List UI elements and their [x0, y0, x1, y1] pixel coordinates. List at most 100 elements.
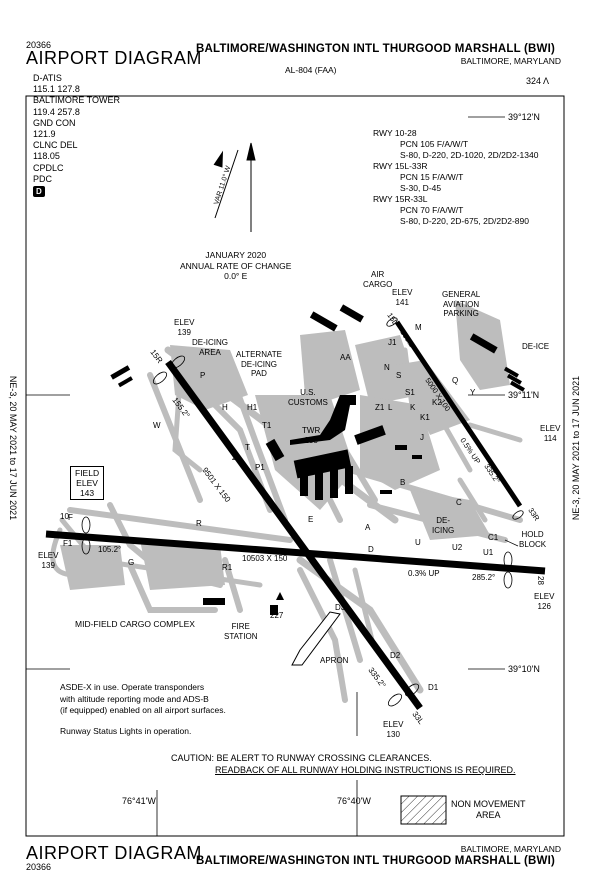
taxiway-label: C — [456, 498, 462, 507]
taxiway-label: U1 — [483, 548, 494, 557]
taxiway-label: D — [368, 545, 374, 554]
deicing-area-label: DE-ICING AREA — [192, 338, 228, 357]
hold-block-line: HOLD — [521, 530, 544, 539]
midfield-cargo-apron — [140, 540, 225, 590]
air-cargo-bldg-1 — [309, 311, 338, 332]
taxiway-label: G — [128, 558, 134, 567]
obstacle-triangle-icon: Λ — [543, 76, 550, 86]
runway-hdg-335-bottom: 335.2° — [366, 666, 387, 690]
west-apron — [60, 545, 125, 590]
apron-road — [291, 611, 341, 666]
notes: ASDE-X in use. Operate transponders with… — [60, 682, 226, 737]
runway-end-33r: 33R — [526, 506, 541, 523]
elev-139-top-label: ELEV 139 — [174, 318, 194, 337]
terminal-apron-north — [355, 335, 420, 405]
deicing-mid-label: DE- ICING — [432, 516, 454, 535]
tower-line: 285 — [304, 435, 318, 445]
alternate-deicing-label: ALTERNATE DE-ICING PAD — [236, 350, 282, 379]
note-line: (if equipped) enabled on all airport sur… — [60, 705, 226, 715]
midfield-cargo-label: MID-FIELD CARGO COMPLEX — [75, 619, 195, 629]
deicing-line: DE- — [436, 516, 450, 525]
obstacle-icon — [276, 592, 284, 600]
midfield-cargo-bldg — [203, 598, 225, 605]
pier-2 — [315, 470, 323, 500]
taxiway-label: K — [410, 403, 416, 412]
us-customs-label: U.S. CUSTOMS — [288, 388, 328, 407]
lon-right: 76°40'W — [337, 796, 371, 806]
taxiway-label: Z1 — [375, 403, 385, 412]
apron-label: APRON — [320, 656, 349, 665]
runway-hdg-105: 105.2° — [98, 545, 121, 554]
freq-line: D-ATIS — [33, 73, 62, 83]
runway-10-28-dimensions: 10503 X 150 — [242, 554, 288, 563]
elev-126-label: ELEV 126 — [534, 592, 554, 611]
taxiway-label: W — [153, 421, 161, 430]
customs-building — [340, 395, 356, 405]
apron-areas — [60, 300, 510, 590]
freq-line: 118.05 — [33, 151, 60, 162]
taxiway-label: M — [415, 323, 422, 332]
north-arrow-icon — [213, 142, 256, 232]
al-number: AL-804 (FAA) — [285, 65, 337, 75]
annual-change-date: JANUARY 2020 — [205, 250, 267, 260]
pier-east — [354, 425, 386, 445]
air-cargo-bldg-2 — [339, 304, 364, 323]
taxiway-label: N — [384, 363, 390, 372]
tower-line: TWR — [302, 426, 321, 435]
taxiway-label: Z — [232, 453, 237, 462]
de-ice-label: DE-ICE — [522, 342, 550, 351]
frequency-list: D-ATIS 115.1 127.8 BALTIMORE TOWER 119.4… — [33, 73, 121, 198]
runway-info: RWY 10-28 PCN 105 F/A/W/T S-80, D-220, 2… — [373, 128, 538, 227]
taxiway-label: S — [396, 371, 401, 380]
elev-139-left-label: ELEV 139 — [38, 551, 58, 570]
var-label: VAR 11.0° W — [212, 164, 232, 205]
freq-line: BALTIMORE TOWER — [33, 95, 121, 106]
note-line: with altitude reporting mode and ADS-B — [60, 693, 209, 704]
footer-city: BALTIMORE, MARYLAND — [460, 844, 561, 854]
taxiway-label: Y — [470, 388, 476, 397]
bldg-small-3 — [380, 490, 392, 494]
runway-end-10: 10 — [60, 512, 69, 521]
lat-mid: 39°11'N — [508, 390, 540, 400]
customs-line: CUSTOMS — [288, 397, 328, 407]
rwy-info-title: RWY 15R-33L — [373, 194, 428, 204]
taxiway-label: K1 — [420, 413, 430, 422]
non-movement-line: AREA — [476, 810, 501, 820]
non-movement-legend-box — [400, 795, 447, 825]
fire-station-bldg — [270, 605, 278, 615]
elev-line: ELEV — [392, 288, 413, 297]
note-line — [60, 717, 226, 726]
pdc-badge: D — [33, 186, 45, 198]
runway-grad-28: 0.3% UP — [408, 569, 440, 578]
elev-141-label: ELEV 141 — [392, 288, 412, 307]
chart-id: 20366 — [26, 40, 52, 50]
elev-line: 139 — [41, 560, 55, 570]
taxiway-label: P1 — [255, 463, 265, 472]
pier-west — [265, 438, 285, 462]
bldg-small-1 — [395, 445, 407, 450]
deice-bar-3 — [509, 380, 525, 392]
deicing-pad-mid — [410, 490, 490, 540]
taxiway-label: E — [308, 515, 313, 524]
lat-bot: 39°10'N — [508, 664, 540, 674]
pier-3 — [330, 468, 338, 498]
elev-line: ELEV — [383, 720, 404, 729]
alt-deicing-line: ALTERNATE — [236, 350, 282, 359]
elev-line: 141 — [395, 297, 409, 307]
pier-1 — [300, 470, 308, 496]
fire-station-line: FIRE — [231, 622, 250, 631]
deicing-line: AREA — [199, 347, 221, 357]
bldg-small-2 — [412, 455, 422, 459]
terminal-buildings — [110, 304, 525, 615]
taxiway-label: J1 — [388, 338, 397, 347]
ga-line: GENERAL — [442, 290, 481, 299]
taxiway-label: D1 — [428, 683, 439, 692]
caution-line: READBACK OF ALL RUNWAY HOLDING INSTRUCTI… — [215, 765, 516, 775]
terminal-apron-east — [395, 360, 470, 435]
air-cargo-line: CARGO — [363, 279, 393, 289]
runway-10-28 — [45, 530, 546, 575]
west-bldg-2 — [117, 376, 133, 388]
elev-line: 139 — [177, 327, 191, 337]
hold-block-label: HOLD BLOCK — [519, 530, 546, 549]
